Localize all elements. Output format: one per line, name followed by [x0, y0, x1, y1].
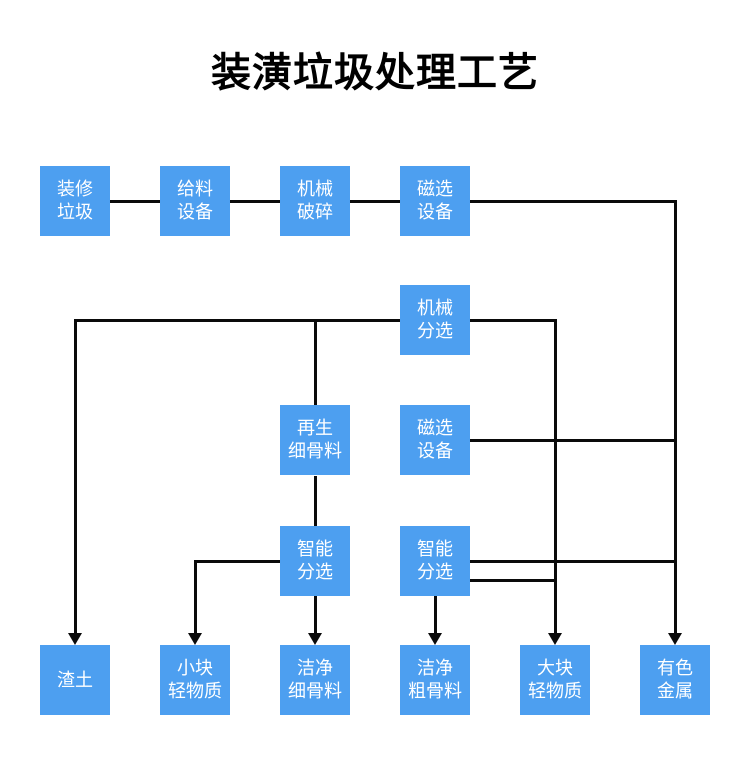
- connector-right-vertical-nonferrous: [674, 200, 677, 633]
- node-nonferrous-metal: 有色 金属: [640, 645, 710, 715]
- connector-down-to-clean-fine: [314, 596, 317, 633]
- node-clean-fine-aggregate: 洁净 细骨料: [280, 645, 350, 715]
- arrowhead-small-light-icon: [188, 633, 202, 645]
- node-slag-soil: 渣土: [40, 645, 110, 715]
- page-title: 装潢垃圾处理工艺: [211, 51, 539, 95]
- node-mechanical-crushing: 机械 破碎: [280, 166, 350, 236]
- node-recycled-fine-aggregate: 再生 细骨料: [280, 405, 350, 475]
- connector-magnet1-right: [470, 200, 677, 203]
- node-large-light-material: 大块 轻物质: [520, 645, 590, 715]
- connector-intelligent-left-branch: [194, 560, 280, 563]
- arrowhead-slag-icon: [68, 633, 82, 645]
- connector-magnet2-right: [470, 439, 677, 442]
- connector-intelligent-right-to-nonferrous: [470, 560, 677, 563]
- connector-down-to-slag: [74, 319, 77, 633]
- connector-waste-to-feeder: [110, 200, 160, 203]
- connector-feeder-to-crusher: [230, 200, 280, 203]
- node-magnetic-separation-2: 磁选 设备: [400, 405, 470, 475]
- node-intelligent-sorting-right: 智能 分选: [400, 526, 470, 596]
- connector-down-to-recycled-fine: [314, 319, 317, 406]
- node-intelligent-sorting-left: 智能 分选: [280, 526, 350, 596]
- arrowhead-clean-fine-icon: [308, 633, 322, 645]
- arrowhead-clean-coarse-icon: [428, 633, 442, 645]
- arrowhead-large-light-icon: [548, 633, 562, 645]
- connector-crusher-to-magnet: [350, 200, 400, 203]
- node-decoration-waste: 装修 垃圾: [40, 166, 110, 236]
- connector-down-to-small-light: [194, 560, 197, 633]
- connector-down-to-clean-coarse: [434, 596, 437, 633]
- connector-intelligent-right-to-large-light: [470, 579, 557, 582]
- node-small-light-material: 小块 轻物质: [160, 645, 230, 715]
- node-clean-coarse-aggregate: 洁净 粗骨料: [400, 645, 470, 715]
- connector-recycled-to-intelligent: [314, 476, 317, 526]
- node-feeding-equipment: 给料 设备: [160, 166, 230, 236]
- node-mechanical-sorting: 机械 分选: [400, 285, 470, 355]
- node-magnetic-separation-1: 磁选 设备: [400, 166, 470, 236]
- connector-down-to-large-light: [554, 319, 557, 633]
- arrowhead-nonferrous-icon: [668, 633, 682, 645]
